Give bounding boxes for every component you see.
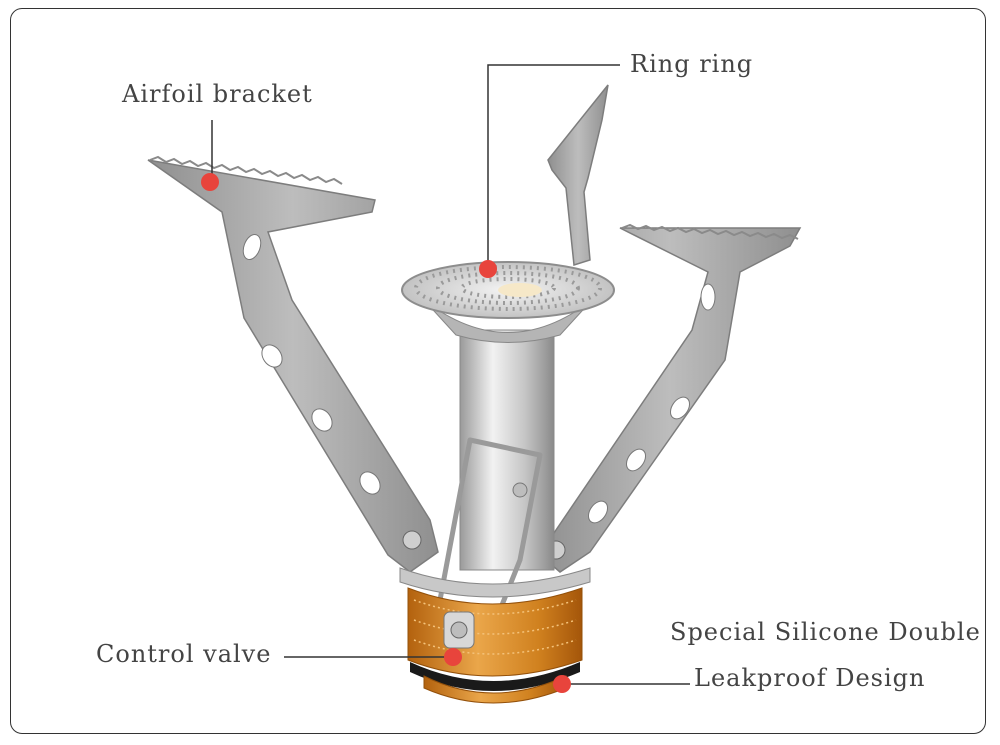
silicone-marker	[553, 675, 571, 693]
airfoil-bracket-label: Airfoil bracket	[122, 80, 313, 108]
callout-markers	[201, 173, 571, 693]
airfoil-marker	[201, 173, 219, 191]
ring-leader-line	[487, 64, 620, 268]
ring-marker	[479, 260, 497, 278]
ring-ring-label: Ring ring	[630, 50, 754, 78]
silicone-label-line1: Special Silicone Double	[670, 618, 981, 646]
valve-marker	[444, 648, 462, 666]
control-valve-label: Control valve	[96, 640, 272, 668]
back-support-arm	[547, 84, 609, 266]
leader-lines	[211, 64, 690, 685]
burner-head	[401, 261, 615, 343]
right-support-arm	[539, 223, 802, 573]
image-frame	[10, 8, 986, 734]
silicone-label-line2: Leakproof Design	[694, 664, 926, 692]
left-support-arm	[147, 155, 439, 573]
